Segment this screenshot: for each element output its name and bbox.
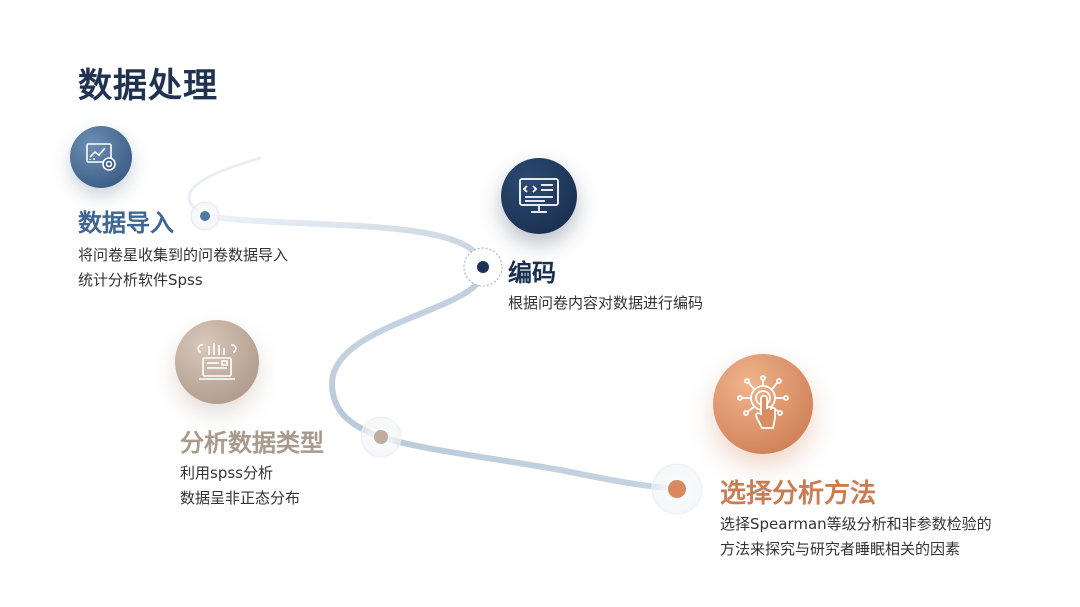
node-type: [360, 416, 402, 458]
page-title: 数据处理: [78, 66, 218, 106]
desc-line: 方法来探究与研究者睡眠相关的因素: [720, 540, 961, 558]
data-laptop-icon: [175, 320, 259, 404]
step-desc-import: 将问卷星收集到的问卷数据导入 统计分析软件Spss: [78, 243, 288, 293]
step-heading-import: 数据导入: [78, 208, 174, 237]
desc-line: 根据问卷内容对数据进行编码: [508, 294, 704, 312]
desc-line: 数据呈非正态分布: [180, 489, 301, 507]
desc-line: 统计分析软件Spss: [78, 271, 203, 289]
touch-network-icon: [713, 354, 813, 454]
step-heading-type: 分析数据类型: [180, 428, 324, 457]
node-encode: [463, 247, 503, 287]
step-heading-encode: 编码: [508, 258, 556, 287]
desc-line: 利用spss分析: [180, 464, 273, 482]
step-heading-method: 选择分析方法: [720, 479, 877, 509]
code-monitor-icon: [501, 158, 577, 234]
step-desc-method: 选择Spearman等级分析和非参数检验的 方法来探究与研究者睡眠相关的因素: [720, 512, 992, 562]
node-import: [190, 201, 220, 231]
path-curve: [202, 213, 680, 491]
chart-analysis-icon: [70, 126, 132, 188]
step-desc-encode: 根据问卷内容对数据进行编码: [508, 291, 703, 316]
node-method: [651, 463, 703, 515]
step-desc-type: 利用spss分析 数据呈非正态分布: [180, 461, 300, 511]
desc-line: 选择Spearman等级分析和非参数检验的: [720, 515, 992, 533]
desc-line: 将问卷星收集到的问卷数据导入: [78, 246, 289, 264]
